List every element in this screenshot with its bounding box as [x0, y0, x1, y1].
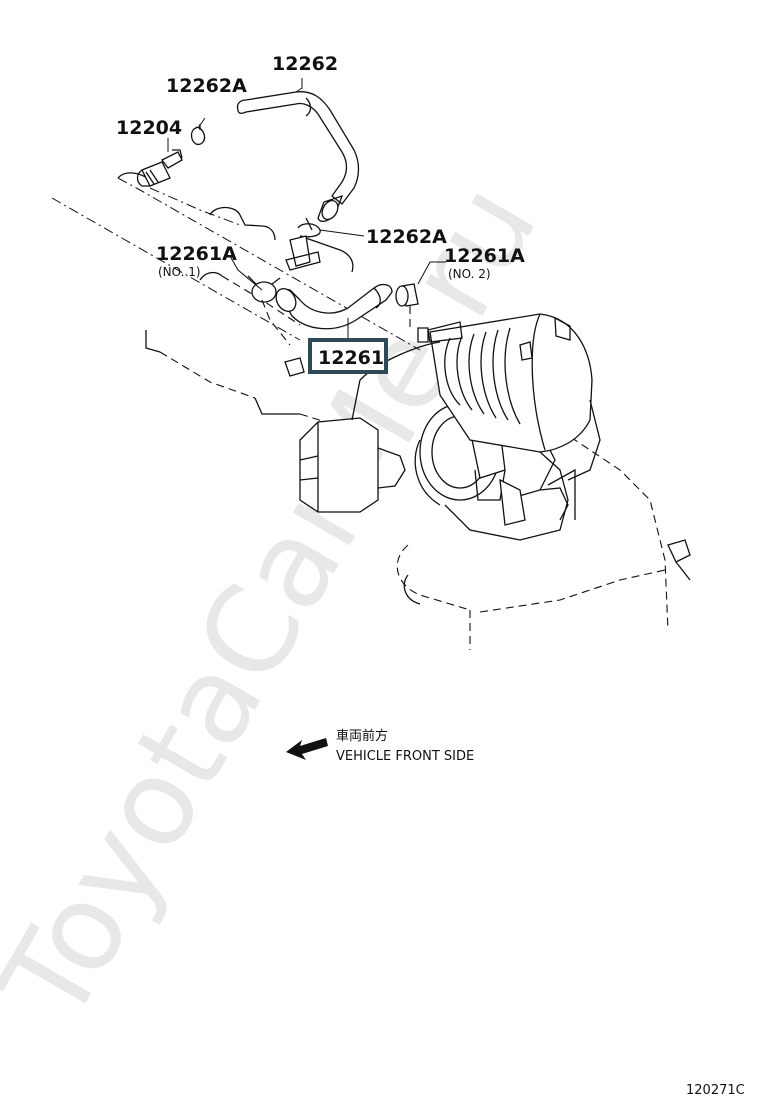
- clip-12262A-top: [190, 124, 206, 146]
- label-12204: 12204: [116, 117, 182, 139]
- label-12261A-no2-sub: (NO. 2): [448, 267, 491, 281]
- label-12261A-no2: 12261A: [444, 245, 525, 267]
- label-12262A-top: 12262A: [166, 75, 247, 97]
- hose-12262: [236, 91, 360, 223]
- valve-12204: [136, 149, 183, 187]
- vehicle-front-arrow-icon: [286, 738, 328, 760]
- highlight-box-12261: [308, 338, 388, 374]
- label-12262A-mid: 12262A: [366, 226, 447, 248]
- label-12261: 12261: [318, 347, 384, 369]
- clip-12261A-no1: [247, 275, 281, 303]
- drawing-number: 120271C: [686, 1083, 745, 1098]
- label-12261A-no1: 12261A: [156, 243, 237, 265]
- leader-lines: [167, 78, 446, 346]
- direction-label-jp: 車両前方: [336, 728, 388, 744]
- engine-outline: [51, 172, 691, 650]
- hose-12261: [275, 283, 393, 377]
- direction-label-en: VEHICLE FRONT SIDE: [336, 749, 474, 764]
- label-12261A-no1-sub: (NO. 1): [158, 265, 201, 279]
- clip-12262A-mid: [297, 217, 321, 238]
- clip-12261A-no2: [395, 283, 419, 307]
- throttle-body: [299, 313, 601, 541]
- label-12262: 12262: [272, 53, 338, 75]
- pcv-stub: [285, 235, 321, 271]
